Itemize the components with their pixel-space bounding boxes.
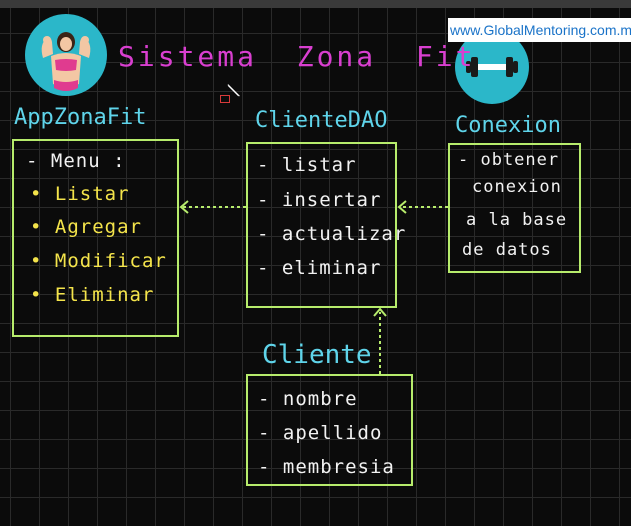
conexion-item-obtener: - obtener <box>458 150 560 170</box>
app-item-agregar: • Agregar <box>30 216 142 238</box>
conexion-item-conexion: conexion <box>472 177 562 197</box>
cliente-item-nombre: - nombre <box>258 388 358 410</box>
dao-item-listar: - listar <box>257 154 357 176</box>
dumbbell-logo-icon <box>455 30 529 104</box>
app-item-modificar: • Modificar <box>30 250 167 272</box>
app-item-eliminar: • Eliminar <box>30 284 155 306</box>
conexion-class-label: Conexion <box>455 113 561 138</box>
window-top-bar <box>0 0 631 8</box>
app-class-box <box>12 139 179 337</box>
cliente-class-label: Cliente <box>262 340 372 370</box>
red-selection-marker <box>220 95 230 103</box>
conexion-item-base: a la base <box>466 210 568 230</box>
arrowhead-dao <box>397 200 407 214</box>
dao-item-insertar: - insertar <box>257 189 382 211</box>
arrowhead-dao-bottom <box>373 307 387 317</box>
dao-class-label: ClienteDAO <box>255 108 388 133</box>
arrowhead-app <box>179 200 189 214</box>
pencil-cursor-icon <box>227 83 241 97</box>
cliente-item-membresia: - membresia <box>258 456 395 478</box>
cliente-class-box <box>246 374 413 486</box>
cliente-item-apellido: - apellido <box>258 422 383 444</box>
dao-item-eliminar: - eliminar <box>257 257 382 279</box>
conexion-item-datos: de datos <box>462 240 552 260</box>
diagram-title: Sistema Zona Fit <box>118 40 476 73</box>
conexion-class-box <box>448 143 581 273</box>
app-class-label: AppZonaFit <box>14 105 147 130</box>
dao-class-box <box>246 142 397 308</box>
app-item-listar: • Listar <box>30 183 130 205</box>
app-item-menu: - Menu : <box>26 150 126 172</box>
dao-item-actualizar: - actualizar <box>257 223 407 245</box>
watermark-url[interactable]: www.GlobalMentoring.com.mx <box>448 18 631 42</box>
bodybuilder-logo-icon <box>25 14 107 96</box>
